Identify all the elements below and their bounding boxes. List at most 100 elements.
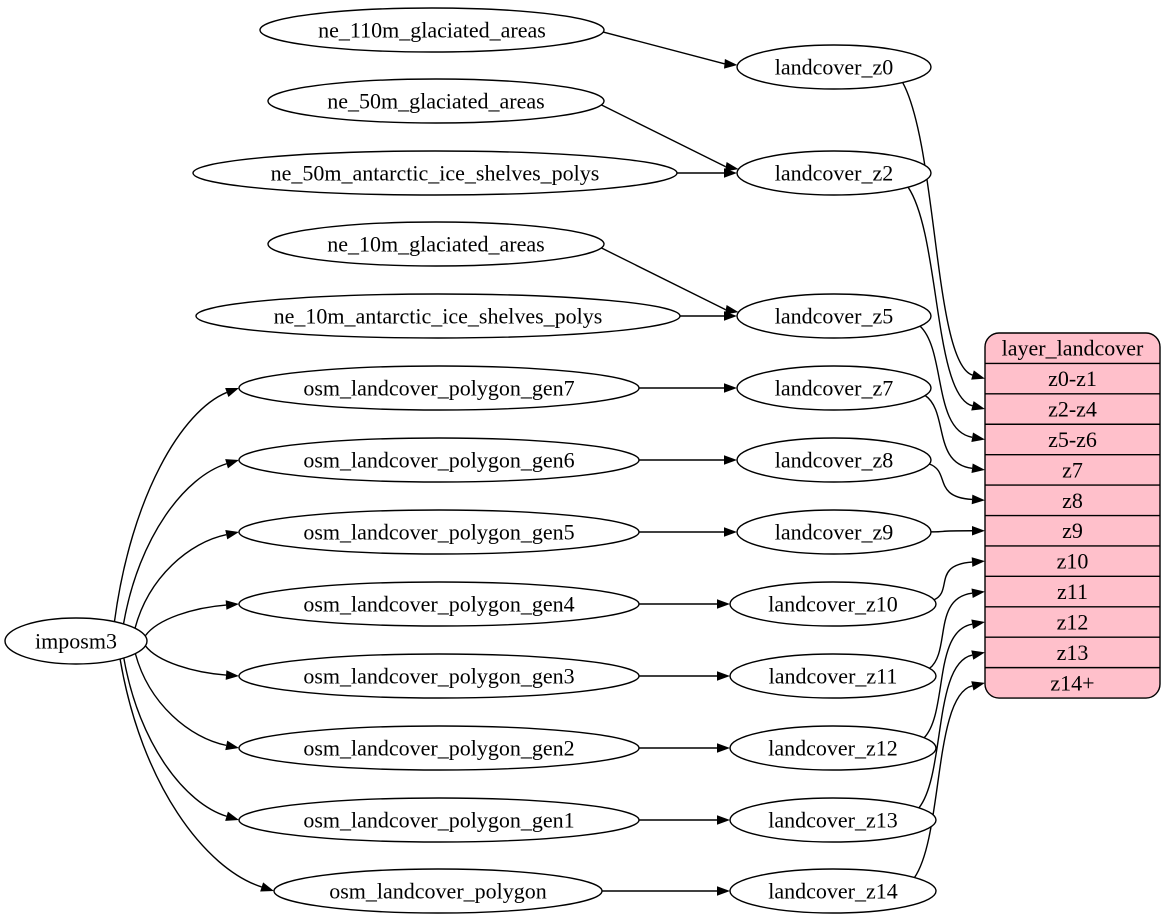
edge-ne_50m_antarctic_ice_shelves_polys-to-landcover_z2-arrowhead [724,168,737,178]
edge-imposm3-to-osm_landcover_polygon_gen6-spline [122,463,227,625]
node-osm_landcover_polygon-label: osm_landcover_polygon [329,878,547,903]
node-landcover_z0-label: landcover_z0 [775,54,894,79]
node-ne_10m_glaciated_areas-label: ne_10m_glaciated_areas [327,231,544,256]
edge-osm_landcover_polygon_gen1-to-landcover_z13-arrowhead [717,815,730,825]
edge-landcover_z12-to-layer_landcover-z12-spline [923,623,973,739]
edge-imposm3-to-osm_landcover_polygon_gen7-spline [113,391,228,622]
node-osm_landcover_polygon_gen1: osm_landcover_polygon_gen1 [238,797,640,843]
node-ne_50m_antarctic_ice_shelves_polys: ne_50m_antarctic_ice_shelves_polys [192,150,678,196]
edge-landcover_z13-to-layer_landcover-z13 [918,650,985,809]
edge-landcover_z2-to-layer_landcover-z2-z4 [907,186,985,411]
edge-landcover_z5-to-layer_landcover-z5-z6-spline [919,325,973,438]
edge-landcover_z0-to-layer_landcover-z0-z1 [902,82,985,380]
node-landcover_z14: landcover_z14 [729,868,937,914]
node-landcover_z5-shape [736,293,932,339]
edge-osm_landcover_polygon_gen4-to-landcover_z10-arrowhead [717,599,730,609]
node-landcover_z11-label: landcover_z11 [769,663,898,688]
node-ne_10m_antarctic_ice_shelves_polys-label: ne_10m_antarctic_ice_shelves_polys [274,303,603,328]
node-imposm3-shape [4,617,148,665]
edge-imposm3-to-osm_landcover_polygon_gen1-spline [123,657,227,817]
node-osm_landcover_polygon_gen2-label: osm_landcover_polygon_gen2 [303,735,574,760]
edge-imposm3-to-osm_landcover_polygon_gen2-arrowhead [225,740,239,751]
node-landcover_z12-shape [729,725,937,771]
edge-imposm3-to-osm_landcover_polygon_gen1-arrowhead [225,811,239,821]
node-landcover_z12: landcover_z12 [729,725,937,771]
edge-ne_50m_glaciated_areas-to-landcover_z2-spline [601,104,727,168]
edge-osm_landcover_polygon_gen5-to-landcover_z9-arrowhead [724,527,737,537]
node-landcover_z8: landcover_z8 [736,437,932,483]
node-landcover_z8-shape [736,437,932,483]
node-landcover_z10: landcover_z10 [729,581,937,627]
record-row-z8: z8 [1062,488,1083,513]
nodes-layer: ne_110m_glaciated_areasne_50m_glaciated_… [4,7,1161,914]
node-landcover_z11-shape [729,653,937,699]
record-title: layer_landcover [1002,336,1144,361]
node-landcover_z13-shape [729,797,937,843]
node-landcover_z14-shape [729,868,937,914]
edge-imposm3-to-osm_landcover_polygon_gen5-spline [134,533,227,629]
edge-landcover_z10-to-layer_landcover-z10-arrowhead [971,557,985,567]
edge-osm_landcover_polygon_gen2-to-landcover_z12-arrowhead [717,743,730,753]
edge-landcover_z13-to-layer_landcover-z13-arrowhead [971,650,985,660]
node-osm_landcover_polygon_gen4-shape [238,581,640,627]
edge-imposm3-to-osm_landcover_polygon_gen5-arrowhead [225,529,239,540]
edge-landcover_z8-to-layer_landcover-z8 [929,463,985,505]
record-row-z2-z4: z2-z4 [1048,397,1097,422]
edge-ne_10m_antarctic_ice_shelves_polys-to-landcover_z5 [680,311,737,321]
edge-imposm3-to-osm_landcover_polygon [119,658,274,892]
node-ne_110m_glaciated_areas: ne_110m_glaciated_areas [259,7,605,53]
edge-imposm3-to-osm_landcover_polygon_gen4-spline [144,604,227,637]
node-ne_10m_glaciated_areas-shape [267,221,605,267]
node-ne_50m_antarctic_ice_shelves_polys-label: ne_50m_antarctic_ice_shelves_polys [271,160,600,185]
edge-imposm3-to-osm_landcover_polygon_gen6-arrowhead [225,459,239,469]
node-landcover_z7-label: landcover_z7 [775,375,894,400]
node-landcover_z13-label: landcover_z13 [768,807,898,832]
node-landcover_z5-label: landcover_z5 [775,303,894,328]
edge-imposm3-to-osm_landcover_polygon_gen3-spline [144,645,227,676]
edge-ne_110m_glaciated_areas-to-landcover_z0-arrowhead [724,59,738,69]
node-landcover_z9: landcover_z9 [736,509,932,555]
node-osm_landcover_polygon_gen4: osm_landcover_polygon_gen4 [238,581,640,627]
edge-imposm3-to-osm_landcover_polygon_gen4 [144,600,239,637]
node-osm_landcover_polygon_gen3: osm_landcover_polygon_gen3 [238,653,640,699]
edge-imposm3-to-osm_landcover_polygon_gen3-arrowhead [225,670,239,680]
node-landcover_z13: landcover_z13 [729,797,937,843]
edge-osm_landcover_polygon_gen6-to-landcover_z8 [639,455,737,465]
edge-ne_110m_glaciated_areas-to-landcover_z0 [603,31,738,69]
edge-imposm3-to-osm_landcover_polygon_gen3 [144,645,239,680]
edge-landcover_z8-to-layer_landcover-z8-arrowhead [971,494,985,505]
edge-osm_landcover_polygon-to-landcover_z14 [602,886,730,896]
edge-landcover_z14-to-layer_landcover-z14+-spline [913,685,973,878]
edge-imposm3-to-osm_landcover_polygon_gen2-spline [134,653,227,747]
edge-osm_landcover_polygon_gen3-to-landcover_z11 [639,671,730,681]
edge-landcover_z12-to-layer_landcover-z12 [923,619,985,739]
record-row-z0-z1: z0-z1 [1048,366,1097,391]
edge-landcover_z9-to-layer_landcover-z9-spline [930,530,973,533]
edge-landcover_z11-to-layer_landcover-z11-arrowhead [971,588,985,598]
edge-landcover_z12-to-layer_landcover-z12-arrowhead [971,619,985,629]
edge-landcover_z11-to-layer_landcover-z11 [929,588,985,669]
record-row-z14+: z14+ [1050,670,1094,695]
edge-imposm3-to-osm_landcover_polygon_gen7 [113,387,239,622]
record-row-z10: z10 [1057,549,1089,574]
node-landcover_z8-label: landcover_z8 [775,447,894,472]
edge-landcover_z14-to-layer_landcover-z14+-arrowhead [971,681,985,691]
edge-imposm3-to-osm_landcover_polygon_gen1 [123,657,239,821]
edge-landcover_z9-to-layer_landcover-z9 [930,525,985,536]
node-landcover_z0-shape [736,44,932,90]
edge-imposm3-to-osm_landcover_polygon_gen6 [122,459,239,625]
node-landcover_z10-shape [729,581,937,627]
edge-osm_landcover_polygon_gen3-to-landcover_z11-arrowhead [717,671,730,681]
node-osm_landcover_polygon-shape [273,868,603,914]
edge-landcover_z2-to-layer_landcover-z2-z4-spline [907,186,973,407]
edge-landcover_z7-to-layer_landcover-z7-arrowhead [971,463,985,474]
edge-osm_landcover_polygon_gen7-to-landcover_z7-arrowhead [724,383,737,393]
edge-landcover_z11-to-layer_landcover-z11-spline [929,592,973,669]
record-row-z5-z6: z5-z6 [1048,427,1097,452]
node-ne_110m_glaciated_areas-shape [259,7,605,53]
node-ne_50m_glaciated_areas-shape [267,78,605,124]
edge-ne_10m_antarctic_ice_shelves_polys-to-landcover_z5-arrowhead [724,311,737,321]
edge-imposm3-to-osm_landcover_polygon_gen7-arrowhead [225,387,239,397]
node-landcover_z11: landcover_z11 [729,653,937,699]
node-osm_landcover_polygon_gen5: osm_landcover_polygon_gen5 [238,509,640,555]
